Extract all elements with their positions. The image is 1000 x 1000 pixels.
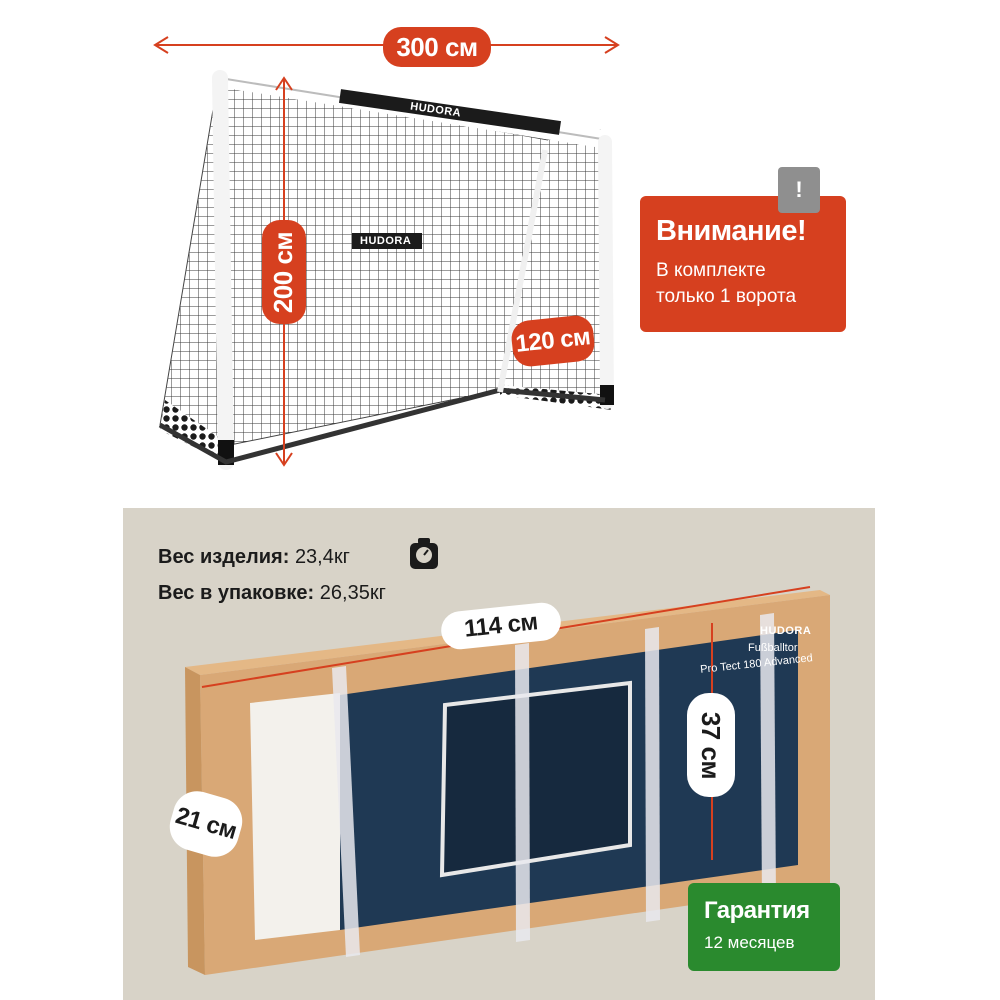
box-height-dimension: 37 см — [687, 693, 735, 797]
net-brand: HUDORA — [360, 235, 412, 247]
guarantee-text: 12 месяцев — [704, 933, 795, 952]
package-weight-label: Вес в упаковке: — [158, 582, 315, 604]
warning-line-2: только 1 ворота — [656, 286, 797, 307]
depth-dimension: 120 см — [509, 313, 597, 369]
guarantee-box: Гарантия 12 месяцев — [688, 883, 840, 971]
box-height-text: 37 см — [696, 711, 727, 779]
scale-icon — [410, 538, 438, 569]
goal-illustration: HUDORA HUDORA — [153, 36, 620, 470]
package-weight-value: 26,35кг — [319, 582, 386, 604]
exclamation-icon: ! — [778, 167, 820, 213]
warning-box: Внимание! В комплекте только 1 ворота — [640, 196, 846, 332]
guarantee-title: Гарантия — [704, 897, 810, 924]
box-brand: HUDORA — [760, 625, 812, 637]
warning-text: В комплекте только 1 ворота — [656, 258, 830, 310]
width-dimension: 300 см — [383, 27, 491, 67]
product-weight-label: Вес изделия: — [158, 546, 290, 568]
warning-line-1: В комплекте — [656, 260, 766, 281]
box-product-name: Fußballtor — [748, 642, 798, 654]
warning-title: Внимание! — [656, 215, 807, 247]
product-weight-value: 23,4кг — [294, 546, 350, 568]
height-dimension-text: 200 см — [268, 231, 299, 313]
height-dimension: 200 см — [262, 220, 306, 324]
package-weight: Вес в упаковке: 26,35кг — [158, 582, 386, 605]
product-weight: Вес изделия: 23,4кг — [158, 546, 350, 569]
goal-image — [153, 36, 620, 470]
